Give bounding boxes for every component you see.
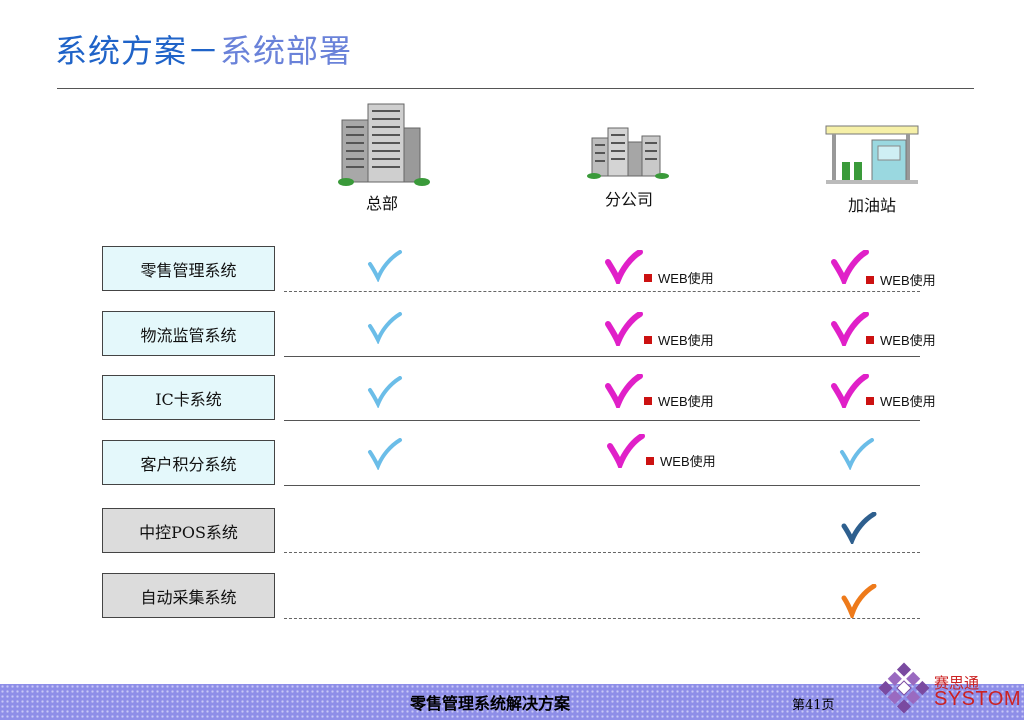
office-towers-icon: [338, 103, 430, 186]
web-usage-note: WEB使用: [866, 270, 936, 289]
web-usage-note: WEB使用: [646, 451, 716, 470]
page-number: 第41页: [792, 698, 835, 713]
web-usage-note: WEB使用: [866, 391, 936, 410]
checkmark-icon: [831, 374, 869, 408]
site-branch: 分公司: [584, 124, 674, 210]
gas-station-icon: [825, 125, 919, 184]
web-usage-note: WEB使用: [644, 330, 714, 349]
web-usage-label: WEB使用: [880, 394, 936, 409]
checkmark-icon: [841, 584, 877, 618]
system-ic-card: IC卡系统: [102, 375, 275, 420]
bullet-square-icon: [644, 396, 652, 405]
web-usage-label: WEB使用: [660, 454, 716, 469]
site-label-branch: 分公司: [604, 190, 653, 209]
site-label-headquarters: 总部: [365, 194, 398, 213]
checkmark-icon: [607, 434, 645, 468]
web-usage-note: WEB使用: [866, 330, 936, 349]
checkmark-icon: [368, 250, 402, 282]
row-divider: [284, 552, 920, 553]
page-title: 系统方案－系统部署: [55, 26, 352, 72]
checkmark-icon: [605, 374, 643, 408]
system-auto-collection: 自动采集系统: [102, 573, 275, 618]
web-usage-note: WEB使用: [644, 391, 714, 410]
title-part1: 系统方案－: [55, 32, 221, 70]
bullet-square-icon: [866, 275, 874, 284]
system-central-pos: 中控POS系统: [102, 508, 275, 553]
row-divider: [284, 291, 920, 292]
bullet-square-icon: [644, 273, 652, 282]
bullet-square-icon: [644, 335, 652, 344]
checkmark-icon: [368, 438, 402, 470]
web-usage-label: WEB使用: [658, 333, 714, 348]
web-usage-label: WEB使用: [658, 271, 714, 286]
web-usage-label: WEB使用: [658, 394, 714, 409]
row-divider: [284, 356, 920, 357]
title-part2: 系统部署: [220, 32, 353, 70]
site-label-gas-station: 加油站: [847, 196, 896, 215]
footer-bar: [0, 684, 1024, 720]
checkmark-icon: [605, 250, 643, 284]
checkmark-icon: [841, 512, 877, 544]
checkmark-icon: [605, 312, 643, 346]
checkmark-icon: [840, 438, 874, 470]
checkmark-icon: [831, 250, 869, 284]
checkmark-icon: [831, 312, 869, 346]
bullet-square-icon: [646, 456, 654, 465]
row-divider: [284, 618, 920, 619]
web-usage-note: WEB使用: [644, 268, 714, 287]
web-usage-label: WEB使用: [880, 273, 936, 288]
bullet-square-icon: [866, 335, 874, 344]
checkmark-icon: [368, 312, 402, 344]
system-retail-management: 零售管理系统: [102, 246, 275, 291]
system-logistics-monitoring: 物流监管系统: [102, 311, 275, 356]
logo-text-en: SYSTOM: [934, 688, 1022, 710]
bullet-square-icon: [866, 396, 874, 405]
web-usage-label: WEB使用: [880, 333, 936, 348]
system-customer-points: 客户积分系统: [102, 440, 275, 485]
footer-title: 零售管理系统解决方案: [409, 694, 570, 713]
site-headquarters: 总部: [332, 98, 432, 214]
logo-text-cn: 赛思通: [934, 674, 980, 692]
row-divider: [284, 420, 920, 421]
checkmark-icon: [368, 376, 402, 408]
site-gas-station: 加油站: [822, 124, 922, 216]
company-logo-icon: [878, 662, 930, 714]
branch-buildings-icon: [587, 127, 669, 179]
row-divider: [284, 485, 920, 486]
title-divider: [57, 88, 974, 89]
